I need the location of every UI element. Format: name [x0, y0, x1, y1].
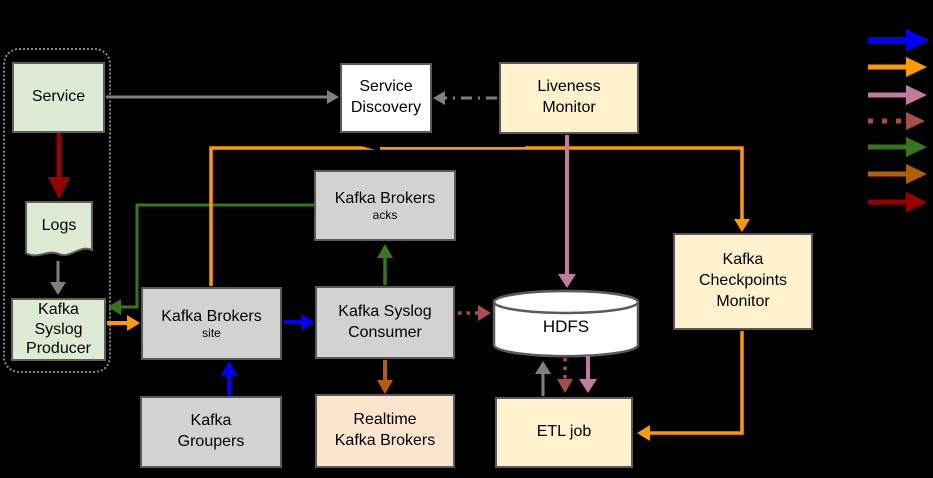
legend-arrow-plum: [868, 85, 927, 105]
node-kafka-syslog-consumer: Kafka Syslog Consumer: [315, 286, 455, 359]
legend-arrow-brick-dotted: [868, 112, 925, 130]
legend-arrow-orange: [868, 57, 927, 77]
node-liveness-monitor: Liveness Monitor: [499, 62, 639, 134]
node-service-discovery: Service Discovery: [340, 63, 432, 133]
node-kafka-syslog-producer: Kafka Syslog Producer: [11, 298, 106, 361]
node-kafka-checkpoints-monitor: Kafka Checkpoints Monitor: [673, 233, 813, 330]
edge-producer-to-site: [107, 315, 140, 331]
edge-groupers-to-site: [221, 361, 237, 395]
node-etl-job: ETL job: [495, 397, 633, 468]
node-logs: Logs: [25, 201, 93, 263]
node-kafka-brokers-site: Kafka Brokers site: [141, 287, 282, 360]
node-kafka-syslog-producer-label: Kafka Syslog Producer: [26, 301, 91, 358]
service-group-outline: [3, 48, 111, 373]
edge-liveness-monitor-to-hdfs: [558, 135, 576, 288]
node-kafka-brokers-site-label: Kafka Brokers: [161, 307, 262, 325]
edge-site-to-checkpoints-monitor: [209, 146, 750, 286]
node-service-label: Service: [31, 88, 86, 106]
node-kafka-brokers-acks: Kafka Brokers acks: [314, 170, 456, 241]
legend-arrow-dark-red: [868, 192, 927, 212]
edge-liveness-monitor-to-service-discovery: [433, 91, 497, 105]
node-kafka-groupers-label: Kafka Groupers: [177, 412, 245, 450]
node-hdfs: HDFS: [492, 289, 640, 359]
edge-checkpoints-monitor-to-etl: [637, 331, 744, 441]
node-kafka-checkpoints-monitor-label: Kafka Checkpoints Monitor: [698, 251, 788, 310]
node-realtime-kafka-brokers-label: Realtime Kafka Brokers: [334, 411, 436, 449]
node-realtime-kafka-brokers: Realtime Kafka Brokers: [315, 394, 455, 468]
node-kafka-brokers-acks-sublabel: acks: [372, 208, 398, 223]
node-kafka-syslog-consumer-label: Kafka Syslog Consumer: [338, 302, 432, 341]
node-kafka-groupers: Kafka Groupers: [140, 396, 282, 468]
edge-consumer-to-acks: [377, 244, 393, 285]
edge-etl-job-to-hdfs: [535, 361, 551, 396]
edge-hdfs-to-etl-plum: [579, 356, 597, 393]
legend-arrow-blue: [868, 29, 929, 51]
node-logs-label: Logs: [41, 217, 77, 234]
edge-hdfs-to-etl-dotted: [557, 358, 573, 393]
node-service: Service: [12, 62, 105, 133]
legend-arrow-green: [868, 137, 927, 157]
edge-consumer-to-hdfs: [458, 305, 491, 321]
database-cylinder-icon: [492, 289, 640, 358]
edge-black-arrow: [361, 141, 525, 151]
node-kafka-brokers-site-sublabel: site: [202, 326, 221, 341]
legend-arrow-dark-orange: [868, 164, 927, 184]
node-hdfs-label: HDFS: [542, 317, 590, 336]
edge-consumer-to-realtime-brokers: [377, 360, 393, 394]
node-etl-job-label: ETL job: [536, 423, 592, 441]
document-shape-icon: [25, 201, 93, 257]
node-service-discovery-label: Service Discovery: [350, 78, 422, 116]
edge-site-to-consumer: [284, 314, 314, 330]
edge-service-to-service-discovery: [106, 90, 339, 104]
node-kafka-brokers-acks-label: Kafka Brokers: [334, 189, 436, 207]
node-liveness-monitor-label: Liveness Monitor: [537, 78, 601, 116]
